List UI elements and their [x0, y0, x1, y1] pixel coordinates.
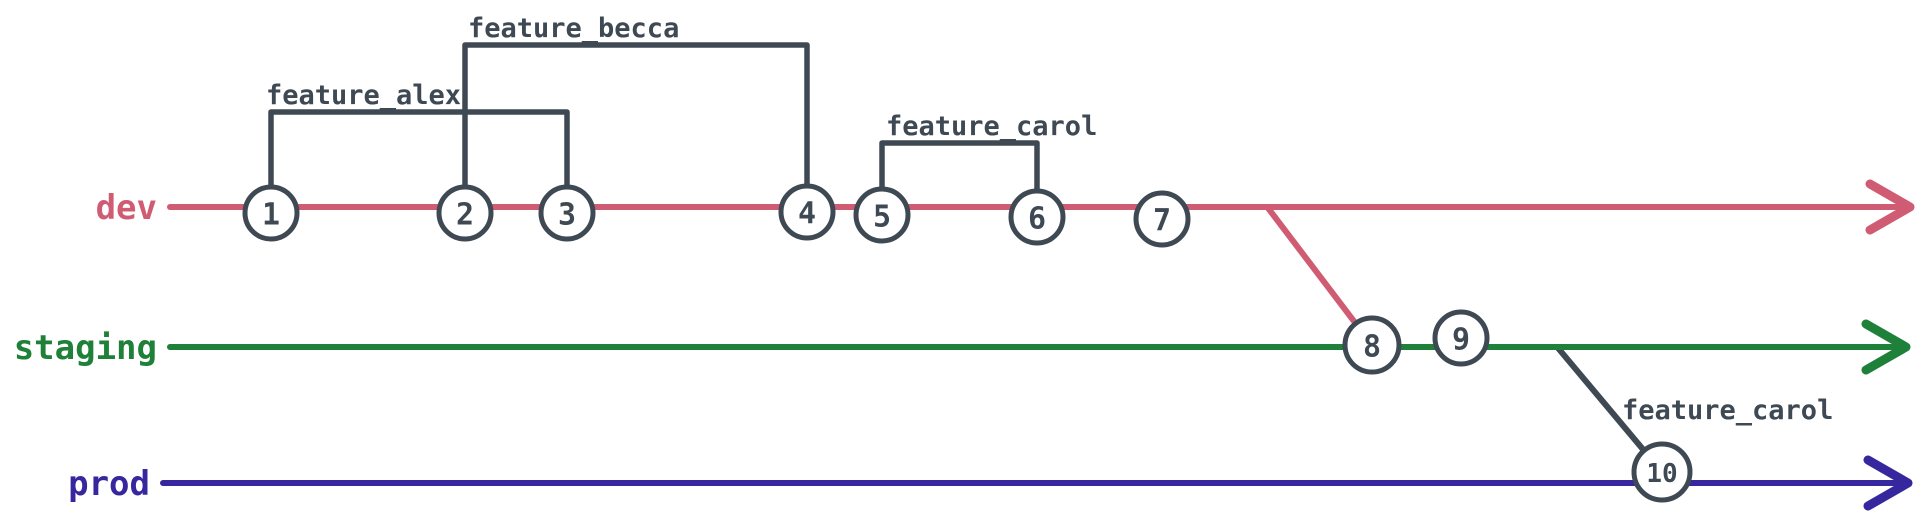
commit-node-6	[1008, 188, 1066, 246]
commit-node-5	[853, 186, 911, 244]
commit-node-8	[1342, 315, 1402, 375]
commit-number-3: 3	[558, 198, 576, 233]
commit-number-7: 7	[1153, 204, 1171, 239]
branch-label-prod: prod	[68, 464, 150, 504]
commit-node-2	[436, 184, 494, 242]
commit-number-9: 9	[1452, 323, 1470, 358]
feature-bracket-feature_carol	[879, 140, 1040, 199]
feature-bracket-feature_becca	[462, 42, 810, 195]
arrow-right-icon-dev	[1865, 179, 1915, 235]
feature-branch-label: feature_alex	[266, 80, 461, 111]
arrow-right-icon-prod	[1863, 455, 1913, 511]
commit-number-6: 6	[1028, 202, 1046, 237]
arrow-right-icon-staging	[1861, 319, 1911, 375]
commit-node-3	[538, 184, 596, 242]
feature-branch-label: feature_becca	[468, 13, 679, 44]
commit-node-7	[1133, 190, 1191, 248]
branch-label-dev: dev	[96, 188, 157, 228]
commit-node-4	[778, 183, 836, 241]
commit-number-5: 5	[873, 200, 891, 235]
commit-number-1: 1	[262, 198, 280, 233]
branch-label-staging: staging	[14, 328, 157, 368]
commit-number-10: 10	[1646, 459, 1677, 489]
commit-node-9	[1432, 309, 1490, 367]
commit-number-4: 4	[798, 197, 816, 232]
feature-branch-label: feature_carol	[1622, 395, 1833, 426]
feature-bracket-feature_alex	[268, 109, 570, 195]
feature-branch-label: feature_carol	[886, 111, 1097, 142]
commit-node-1	[242, 184, 300, 242]
commit-node-10	[1631, 441, 1693, 503]
commit-number-2: 2	[456, 198, 474, 233]
merge-link-staging-to-commit-10	[1555, 345, 1647, 453]
commit-number-8: 8	[1363, 330, 1381, 365]
merge-link-dev-to-commit-8	[1265, 205, 1359, 326]
